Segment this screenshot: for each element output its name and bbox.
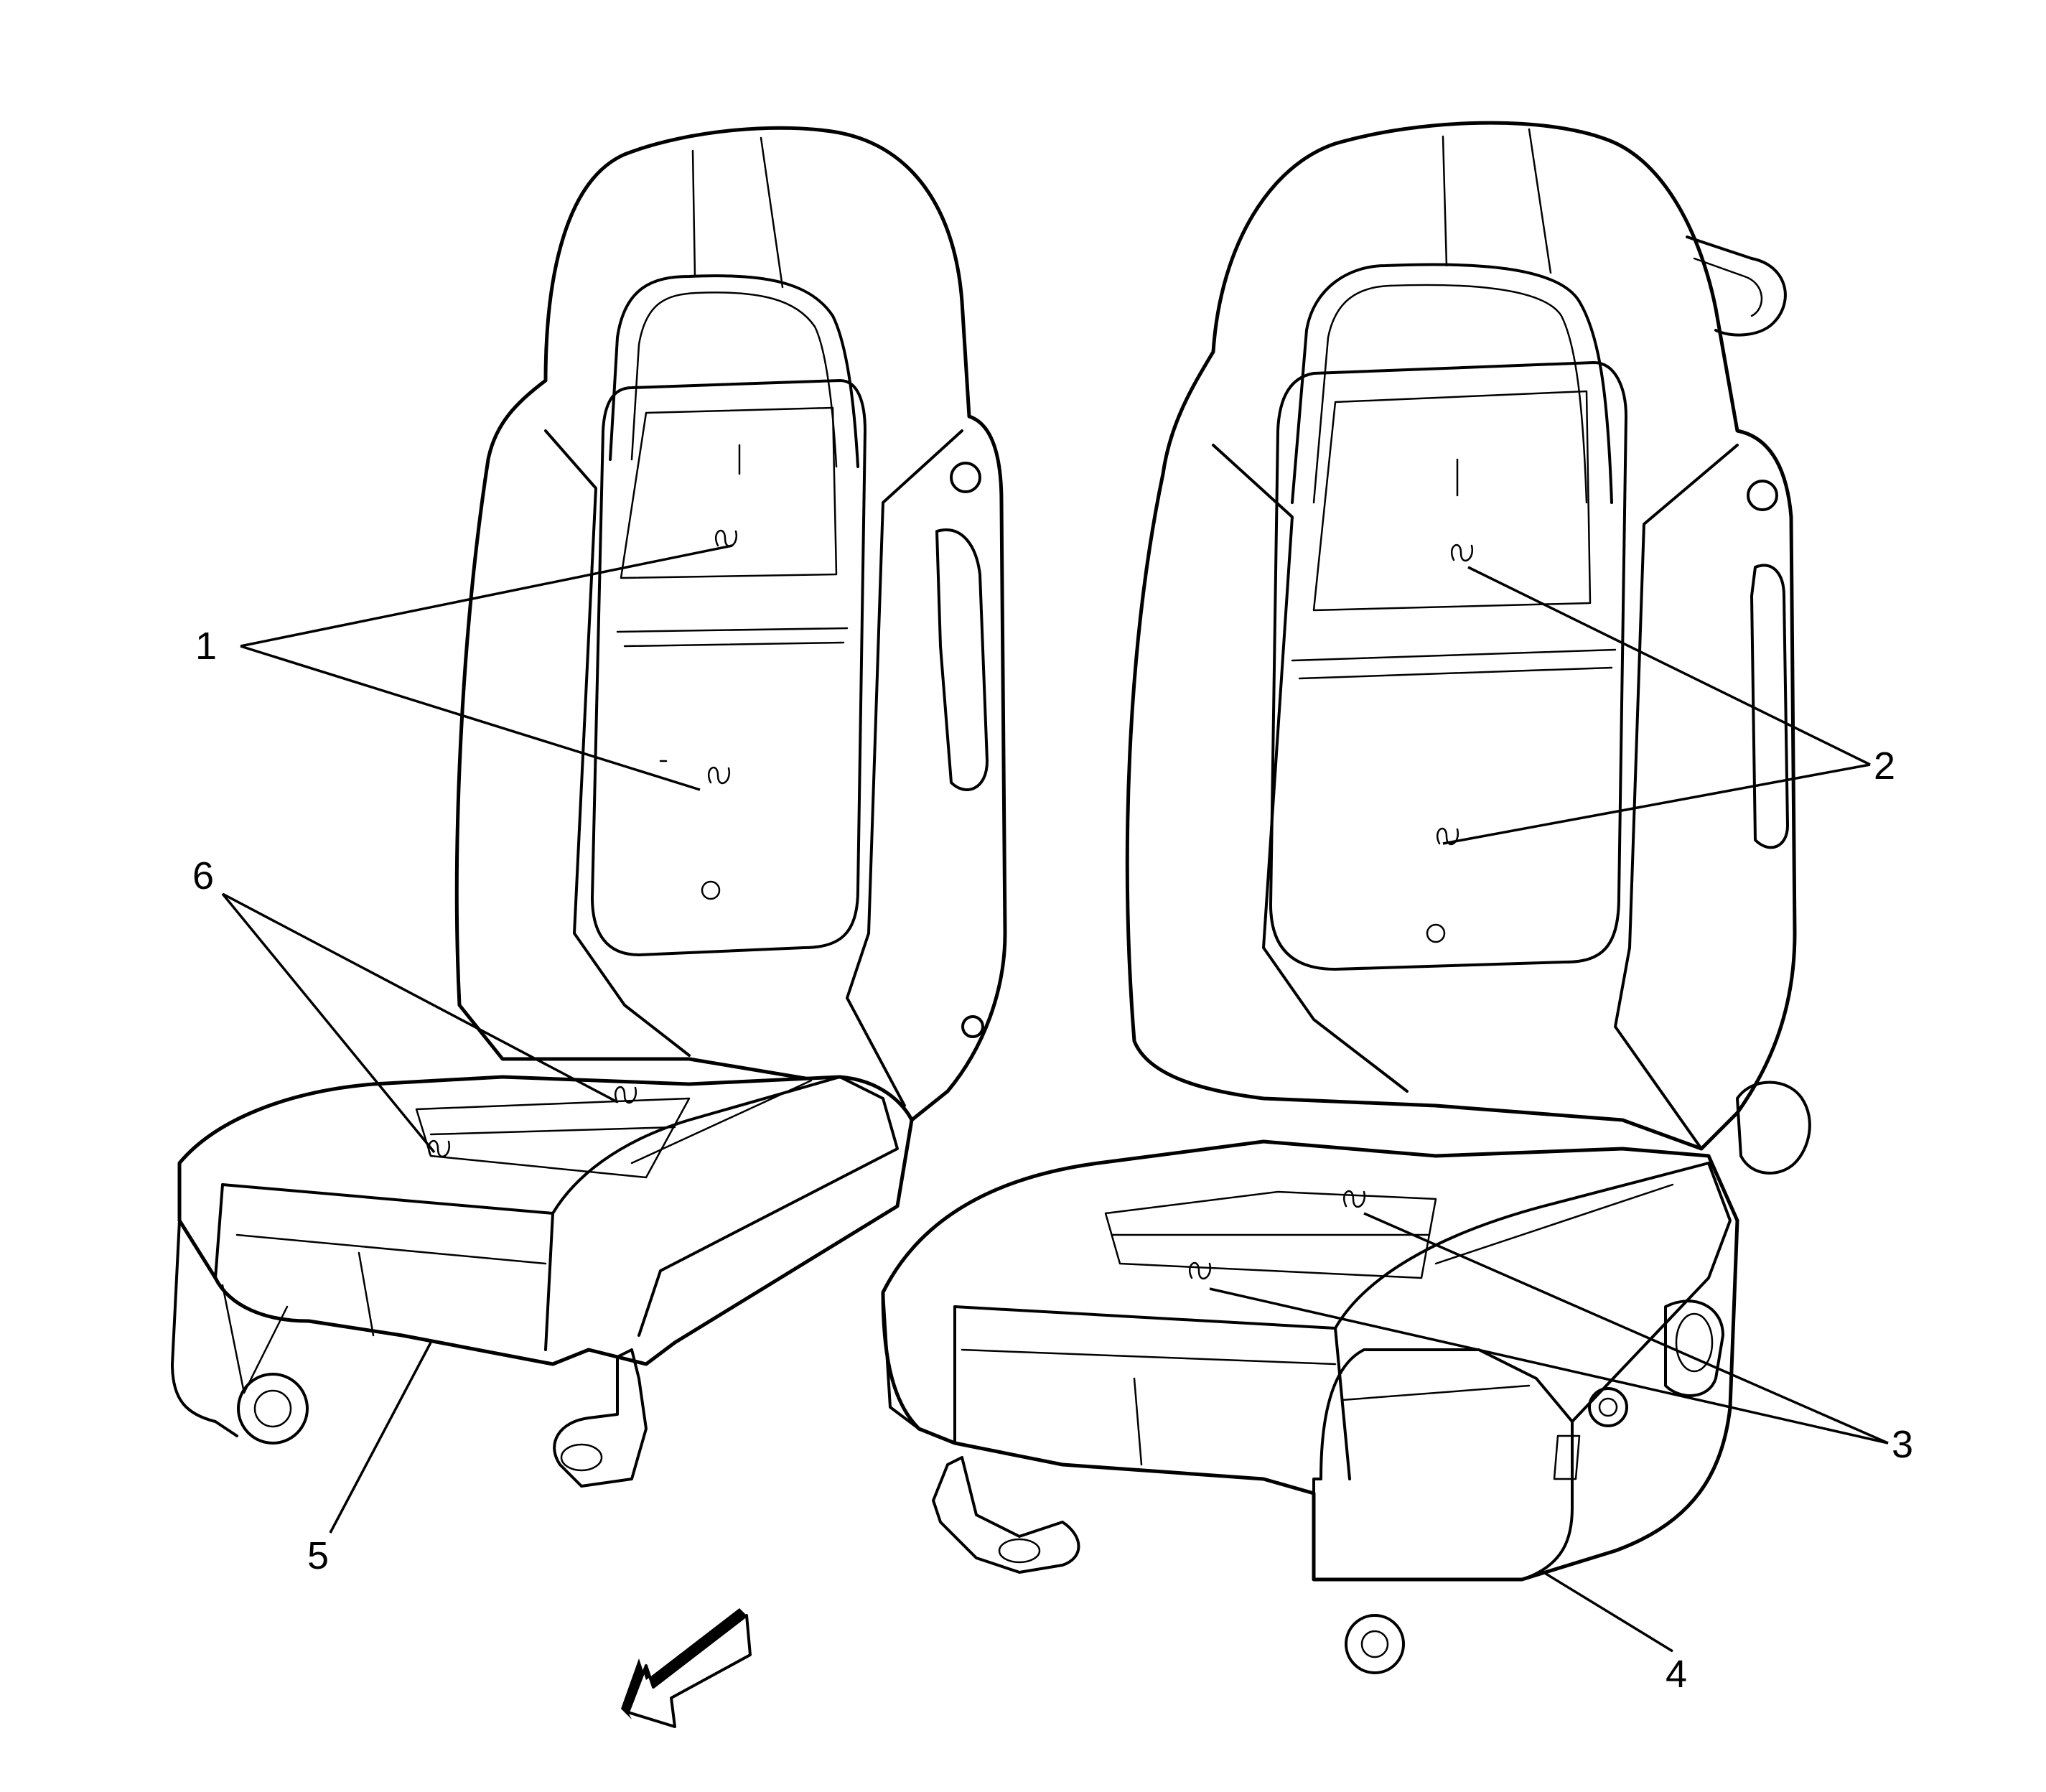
left-back-right-bolster (846, 429, 963, 1107)
leader-1a (240, 544, 733, 648)
leader-2b (1442, 763, 1871, 845)
left-seat (171, 126, 1007, 1488)
right-back-left-bolster (1212, 444, 1409, 1093)
left-back-left-bolster (544, 429, 691, 1057)
leader-6a (222, 892, 618, 1103)
forward-arrow-icon (621, 1608, 752, 1728)
right-front-bracket (932, 1456, 1080, 1574)
leader-3a (1363, 1212, 1889, 1445)
left-front-bracket (553, 1348, 648, 1488)
right-headrest-handle (1686, 235, 1787, 337)
leader-5 (329, 1342, 432, 1534)
right-rear-roller (1345, 1614, 1405, 1674)
right-cushion-front-bolster (1312, 1348, 1574, 1581)
left-headrest-opening (609, 274, 859, 468)
right-cushion-right-bolster (1334, 1162, 1732, 1423)
callout-6: 6 (192, 854, 214, 897)
left-seat-side-frame (171, 1219, 238, 1437)
left-cushion-right-bolster (551, 1075, 899, 1337)
left-recliner-cover (935, 528, 989, 791)
right-seat-cushion (881, 1139, 1739, 1582)
callout-2: 2 (1874, 745, 1895, 788)
right-seat-back (1125, 121, 1797, 1151)
callout-5: 5 (307, 1534, 329, 1577)
right-recliner-knob (1736, 1081, 1811, 1175)
callout-1: 1 (195, 625, 217, 668)
leader-2a (1467, 566, 1871, 766)
callout-3: 3 (1892, 1423, 1913, 1466)
right-seat-adjuster-switch (1664, 1299, 1724, 1397)
left-back-panel (591, 379, 866, 956)
leader-6b (221, 892, 436, 1154)
callout-4: 4 (1666, 1653, 1687, 1696)
leader-3b (1209, 1287, 1889, 1445)
leader-4 (1543, 1571, 1673, 1653)
left-seat-cushion (177, 1075, 914, 1366)
right-seat (881, 121, 1811, 1674)
leader-1b (240, 645, 701, 791)
leader-lines (221, 544, 1889, 1653)
right-back-right-bolster (1614, 444, 1739, 1150)
callout-labels: 1 2 3 4 5 6 (192, 625, 1913, 1696)
right-headrest-opening (1291, 263, 1613, 504)
right-seat-side-frame (882, 1291, 920, 1430)
right-side-slot (1750, 564, 1789, 849)
right-back-panel (1269, 361, 1627, 971)
